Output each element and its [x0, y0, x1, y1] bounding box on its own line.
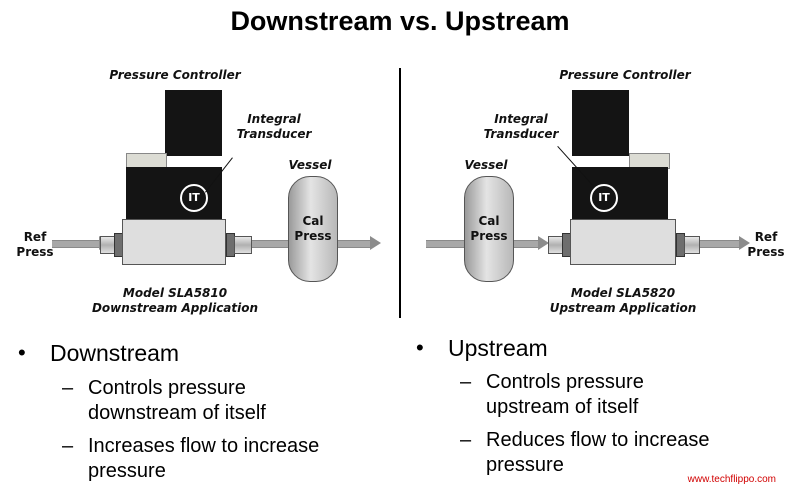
right-transducer-label-line1: Integral: [494, 112, 548, 126]
left-vessel-label: Vessel: [288, 158, 332, 172]
left-outlet-pipe: [335, 240, 371, 248]
right-ref-line2: Press: [747, 245, 785, 259]
left-vessel-text-line2: Press: [294, 229, 332, 243]
right-sub-item-1-line2: upstream of itself: [486, 396, 639, 418]
left-outlet-fitting: [234, 236, 252, 254]
right-vessel-label: Vessel: [464, 158, 508, 172]
right-sub-item-2-line1: Reduces flow to increase: [486, 429, 710, 451]
left-sub-item-1-line2: downstream of itself: [88, 402, 266, 424]
right-ref-press-label: Ref Press: [744, 230, 788, 260]
right-model-line1: Model SLA5820: [570, 286, 676, 300]
center-divider: [399, 68, 401, 318]
right-controller-base: [570, 219, 676, 265]
right-ref-line1: Ref: [754, 230, 778, 244]
left-sub-item-1-line1: Controls pressure: [88, 377, 246, 399]
right-vessel-text-line2: Press: [470, 229, 508, 243]
left-vessel-text-line1: Cal: [302, 214, 324, 228]
right-controller-body: [572, 167, 668, 219]
left-sub-dash-1: –: [62, 377, 74, 399]
left-transducer-label-line2: Transducer: [236, 127, 312, 141]
right-sub-item-2: Reduces flow to increase pressure: [486, 428, 709, 478]
right-vessel: Cal Press: [464, 176, 514, 282]
right-model-caption: Model SLA5820 Upstream Application: [528, 286, 718, 316]
left-model-line2: Downstream Application: [91, 301, 259, 315]
left-vessel: Cal Press: [288, 176, 338, 282]
left-ref-line1: Ref: [23, 230, 47, 244]
right-transducer-label: Integral Transducer: [476, 112, 566, 142]
left-sub-item-1: Controls pressure downstream of itself: [88, 376, 266, 426]
left-controller-upper: [165, 90, 222, 156]
left-model-caption: Model SLA5810 Downstream Application: [80, 286, 270, 316]
left-bullet-marker: •: [18, 340, 26, 365]
right-controller-upper: [572, 90, 629, 156]
right-model-line2: Upstream Application: [549, 301, 697, 315]
left-controller-base: [122, 219, 226, 265]
left-ref-line2: Press: [16, 245, 54, 259]
right-sub-dash-2: –: [460, 429, 472, 451]
slide-title: Downstream vs. Upstream: [230, 6, 570, 36]
right-vessel-text-line1: Cal: [478, 214, 500, 228]
right-sub-dash-1: –: [460, 371, 472, 393]
right-bullet-marker: •: [416, 335, 424, 360]
left-mid-pipe: [250, 240, 290, 248]
watermark-link[interactable]: www.techflippo.com: [687, 474, 776, 485]
left-sub-dash-2: –: [62, 435, 74, 457]
left-sub-item-2-line1: Increases flow to increase: [88, 435, 320, 457]
right-sub-item-2-line2: pressure: [486, 454, 564, 476]
right-sub-item-1: Controls pressure upstream of itself: [486, 370, 644, 420]
right-outlet-arrow: [739, 236, 750, 250]
right-outlet-fitting: [684, 236, 700, 254]
right-bullet-heading: Upstream: [448, 335, 548, 361]
right-inlet-pipe: [426, 240, 464, 248]
left-sub-item-2: Increases flow to increase pressure: [88, 434, 319, 484]
right-controller-label: Pressure Controller: [559, 68, 691, 82]
right-mid-pipe: [510, 240, 540, 248]
right-it-badge: IT: [590, 184, 618, 212]
left-outlet-arrow: [370, 236, 381, 250]
left-transducer-label-line1: Integral: [247, 112, 301, 126]
right-outlet-pipe: [696, 240, 740, 248]
left-transducer-label: Integral Transducer: [232, 112, 316, 142]
left-controller-body: [126, 167, 222, 219]
left-inlet-pipe: [52, 240, 100, 248]
left-bullet-heading: Downstream: [50, 340, 180, 366]
left-ref-press-label: Ref Press: [14, 230, 56, 260]
left-it-badge: IT: [180, 184, 208, 212]
left-sub-item-2-line2: pressure: [88, 460, 166, 482]
right-transducer-label-line2: Transducer: [483, 127, 559, 141]
left-model-line1: Model SLA5810: [122, 286, 228, 300]
right-sub-item-1-line1: Controls pressure: [486, 371, 644, 393]
left-controller-label: Pressure Controller: [109, 68, 241, 82]
right-mid-arrow: [538, 236, 549, 250]
